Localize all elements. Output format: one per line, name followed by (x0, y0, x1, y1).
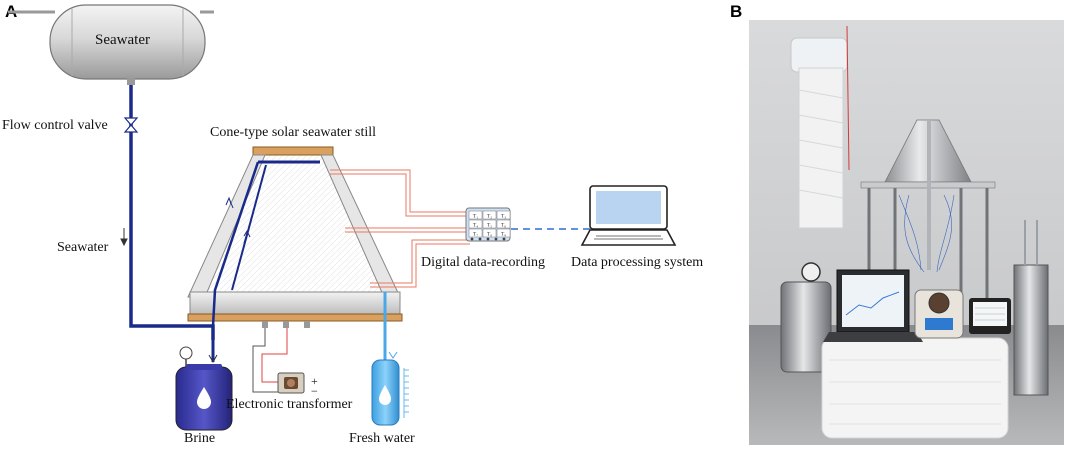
seawater-flow-arrow (120, 228, 128, 247)
recorder-channel-label: T₉ (501, 232, 506, 238)
recorder-channel-cell (496, 210, 511, 220)
recorder-channel-cell (482, 219, 497, 229)
laptop-icon (580, 185, 677, 246)
recorder-channel-label: T₈ (487, 232, 492, 238)
recorder-channel-cell (482, 210, 497, 220)
plus-label: + (311, 374, 318, 388)
recorder-channel-cell (496, 219, 511, 229)
fresh-water-tank (371, 340, 409, 426)
thermocouple-wires (330, 169, 470, 288)
flow-valve-label: Flow control valve (2, 118, 108, 133)
recorder-channel-label: T₁ (473, 214, 478, 220)
panel-label-b: B (730, 2, 743, 21)
still-label: Cone-type solar seawater still (210, 125, 377, 140)
seawater-tank-label: Seawater (95, 32, 150, 48)
recorder-channel-label: T₆ (501, 223, 506, 229)
recorder-knob (494, 237, 498, 241)
recorder-channel-cell (482, 228, 497, 238)
brine-tank (175, 340, 233, 431)
recorder-label: Digital data-recording (421, 255, 546, 270)
brine-label: Brine (184, 431, 216, 446)
recorder-channel-cell (468, 228, 483, 238)
recorder-channel-label: T₅ (487, 223, 492, 229)
minus-label: − (311, 384, 318, 398)
recorder-knob (486, 237, 490, 241)
processing-label: Data processing system (571, 255, 704, 270)
recorder-channel-label: T₄ (473, 223, 478, 229)
recorder-knob (502, 237, 506, 241)
transformer-label: Electronic transformer (226, 397, 353, 412)
recorder-channel-label: T₃ (501, 214, 506, 220)
fresh-water-label: Fresh water (349, 431, 415, 446)
recorder-channel-cell (468, 210, 483, 220)
recorder-knob (478, 237, 482, 241)
solar-still (187, 146, 403, 340)
schematic-diagram: T₁ T₂ T₃ T₄ T₅ T₆ T₇ T₈ T₉ (8, 4, 677, 431)
recorder-channel-label: T₇ (473, 232, 478, 238)
data-recorder: T₁ T₂ T₃ T₄ T₅ T₆ T₇ T₈ T₉ (465, 207, 511, 242)
flow-control-valve (123, 117, 139, 133)
recorder-channel-cell (468, 219, 483, 229)
electronic-transformer (252, 328, 305, 394)
seawater-line-label: Seawater (57, 240, 109, 255)
recorder-channel-cell (496, 228, 511, 238)
recorder-knob (470, 237, 474, 241)
recorder-channel-label: T₂ (487, 214, 492, 220)
seawater-pipe (129, 85, 215, 340)
setup-photo (749, 20, 1064, 445)
seawater-tank (8, 4, 214, 85)
